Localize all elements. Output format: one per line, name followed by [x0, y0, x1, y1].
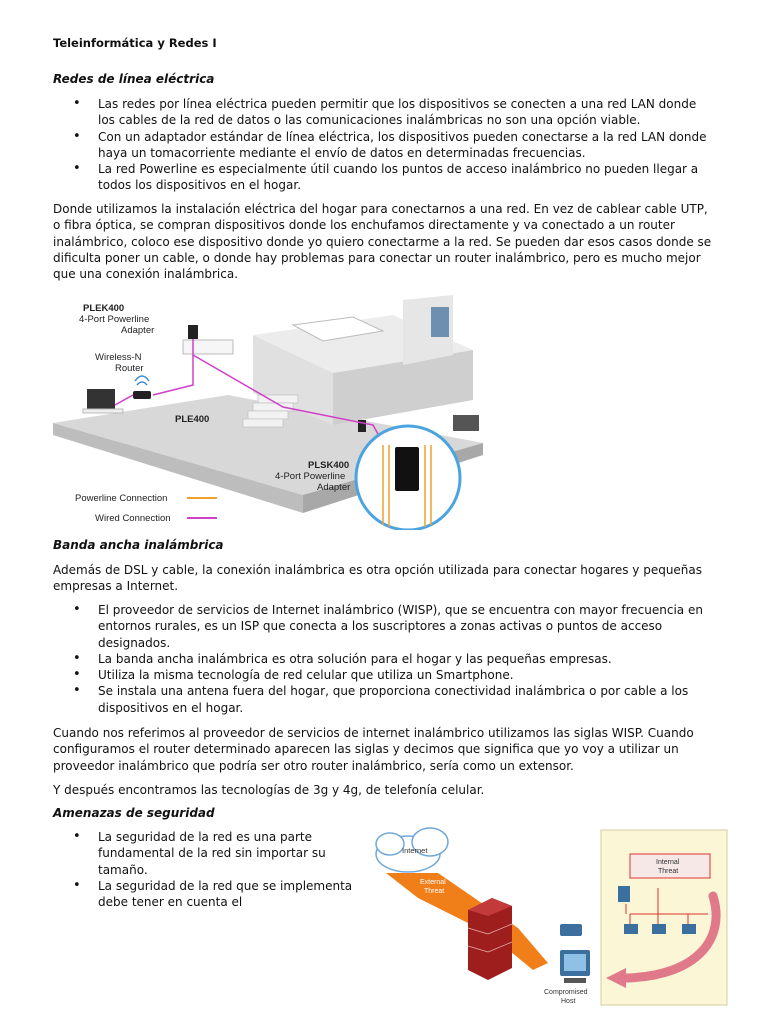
- internal-computers: [618, 886, 696, 934]
- bookshelf: [431, 307, 449, 337]
- section-heading-powerline: Redes de línea eléctrica: [53, 72, 215, 86]
- document-title: Teleinformática y Redes I: [53, 36, 217, 50]
- internal-threat-line2: Threat: [658, 868, 678, 875]
- host-label-line2: Host: [561, 998, 575, 1005]
- house-base-front: [53, 423, 303, 513]
- legend-powerline-label: Powerline Connection: [75, 493, 167, 504]
- security-threats-diagram: Internet External Threat Compromised Hos…: [375, 827, 728, 1006]
- stairs: [242, 394, 299, 428]
- list-item: Se instala una antena fuera del hogar, q…: [53, 683, 713, 716]
- label-ple-name: PLE400: [175, 414, 209, 425]
- internal-threat-box: [629, 853, 711, 879]
- external-threat-arrow: [386, 873, 548, 970]
- wifi-icon: [134, 375, 150, 386]
- host-label-line1: Compromised: [544, 989, 588, 996]
- upper-wall-side: [333, 350, 473, 425]
- internal-threat-line1: Internal: [656, 859, 680, 866]
- monitor: [87, 389, 115, 409]
- cloud-label: Internet: [402, 846, 428, 855]
- wired-connection-line: [114, 394, 134, 406]
- wired-connection-line: [152, 339, 194, 396]
- router: [133, 391, 151, 399]
- label-plsk-line2: Adapter: [317, 482, 350, 493]
- broadband-bullet-list: El proveedor de servicios de Internet in…: [53, 602, 713, 716]
- label-plsk-line1: 4-Port Powerline: [275, 471, 345, 482]
- label-plek-name: PLEK400: [83, 303, 124, 314]
- internet-cloud-icon: [375, 827, 449, 873]
- desk: [82, 408, 124, 414]
- external-threat-line2: Threat: [424, 888, 444, 895]
- powerline-paragraph: Donde utilizamos la instalación eléctric…: [53, 202, 712, 282]
- powerline-wires: [382, 445, 432, 527]
- list-item: El proveedor de servicios de Internet in…: [53, 602, 713, 651]
- adapter-plek400: [188, 325, 198, 339]
- list-item: Con un adaptador estándar de línea eléct…: [53, 129, 713, 162]
- compromised-host-icon: [560, 924, 590, 983]
- powerline-diagram: PLEK400 4-Port Powerline Adapter Wireles…: [53, 295, 483, 530]
- list-item: Las redes por línea eléctrica pueden per…: [53, 96, 713, 129]
- adapter-ple400: [358, 420, 366, 432]
- label-router-line2: Router: [115, 363, 144, 374]
- section-heading-broadband: Banda ancha inalámbrica: [53, 538, 224, 552]
- tv: [453, 415, 479, 431]
- upper-wall-front: [253, 335, 333, 425]
- list-item: La seguridad de la red que se implementa…: [53, 878, 353, 911]
- sofa: [182, 339, 234, 355]
- broadband-intro: Además de DSL y cable, la conexión inalá…: [53, 563, 703, 594]
- bed: [291, 316, 385, 342]
- network-topology-lines: [625, 888, 708, 924]
- list-item: La banda ancha inalámbrica es otra soluc…: [53, 651, 713, 668]
- cellular-paragraph: Y después encontramos las tecnologías de…: [53, 783, 485, 797]
- label-router-line1: Wireless-N: [95, 352, 142, 363]
- label-plek-line1: 4-Port Powerline: [79, 314, 149, 325]
- section-heading-threats: Amenazas de seguridad: [53, 806, 215, 820]
- wisp-paragraph: Cuando nos referimos al proveedor de ser…: [53, 726, 694, 773]
- label-plek-line2: Adapter: [121, 325, 154, 336]
- firewall-icon: [467, 898, 513, 980]
- list-item: Utiliza la misma tecnología de red celul…: [53, 667, 713, 684]
- plsk400-device: [395, 447, 419, 491]
- internal-threat-arrow: [621, 891, 721, 983]
- threats-bullet-list: La seguridad de la red es una parte fund…: [53, 829, 353, 910]
- legend-wired-label: Wired Connection: [95, 513, 171, 524]
- powerline-bullet-list: Las redes por línea eléctrica pueden per…: [53, 96, 713, 194]
- list-item: La red Powerline es especialmente útil c…: [53, 161, 713, 194]
- list-item: La seguridad de la red es una parte fund…: [53, 829, 353, 878]
- internal-threat-arrowhead: [606, 968, 626, 988]
- label-plsk-name: PLSK400: [308, 460, 349, 471]
- external-threat-line1: External: [420, 879, 446, 886]
